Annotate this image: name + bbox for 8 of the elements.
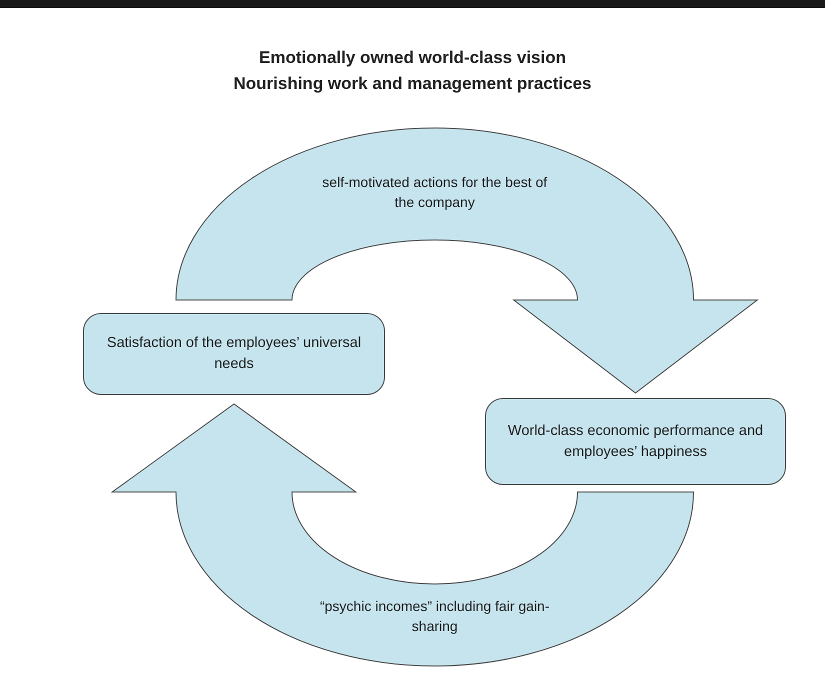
edge-label: “psychic incomes” including fair gain-sharing — [320, 596, 550, 636]
edge-label: self-motivated actions for the best of the company — [321, 173, 548, 212]
box-text: World-class economic performance and employees’ happiness — [506, 422, 764, 462]
process-box — [83, 313, 385, 395]
process-box — [485, 398, 786, 485]
title: Emotionally owned world-class vision — [258, 47, 566, 69]
subtitle: Nourishing work and management practices — [233, 73, 592, 95]
box-text: Satisfaction of the employees’ universal needs — [106, 334, 362, 374]
